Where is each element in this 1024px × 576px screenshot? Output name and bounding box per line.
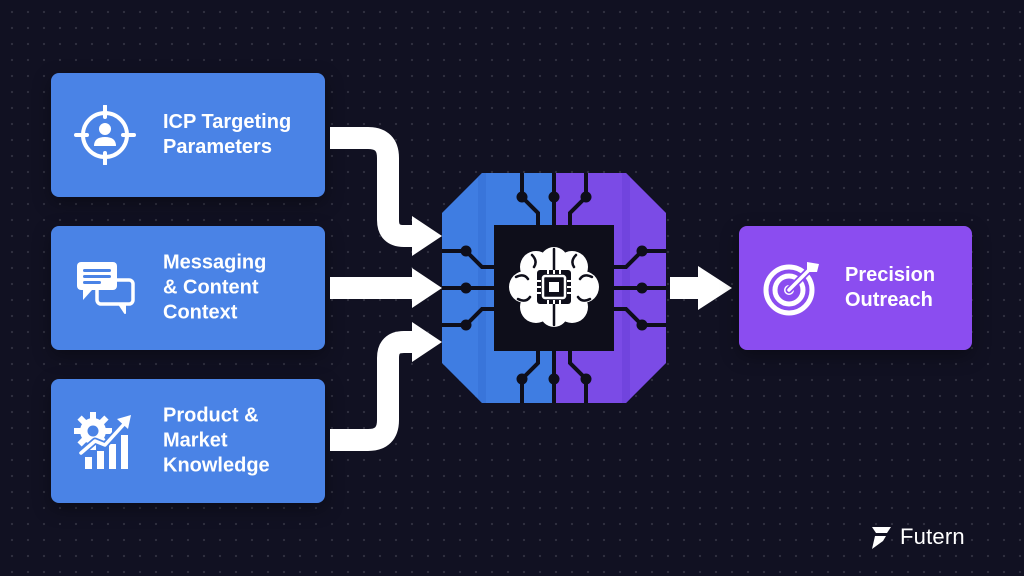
futern-logo-icon bbox=[872, 527, 891, 549]
arrowhead-icp bbox=[412, 216, 442, 256]
gear-chart-icon bbox=[74, 412, 131, 469]
input-label-product-knowledge: Product & Market Knowledge bbox=[163, 404, 270, 477]
input-card-messaging: Messaging & Content Context bbox=[51, 226, 325, 350]
brain-chip-icon bbox=[509, 247, 599, 327]
target-user-icon bbox=[74, 105, 136, 165]
arrowhead-messaging bbox=[412, 268, 442, 308]
arrowhead-product bbox=[412, 322, 442, 362]
input-card-product-knowledge: Product & Market Knowledge bbox=[51, 379, 325, 503]
connector-arrow-icp bbox=[330, 127, 414, 247]
input-label-icp-targeting: ICP Targeting Parameters bbox=[163, 111, 292, 158]
chat-bubbles-icon bbox=[77, 262, 135, 314]
ai-processor-chip bbox=[442, 173, 666, 403]
input-card-icp-targeting: ICP Targeting Parameters bbox=[51, 73, 325, 197]
brand-name: Futern bbox=[900, 524, 965, 549]
brand-logo: Futern bbox=[870, 522, 965, 552]
input-label-messaging: Messaging & Content Context bbox=[163, 251, 267, 324]
output-label-precision-outreach: Precision Outreach bbox=[845, 264, 936, 311]
connector-arrow-product bbox=[330, 331, 414, 451]
arrowhead-output bbox=[698, 266, 732, 310]
output-card-precision-outreach: Precision Outreach bbox=[739, 226, 972, 350]
bullseye-arrow-icon bbox=[763, 262, 819, 316]
